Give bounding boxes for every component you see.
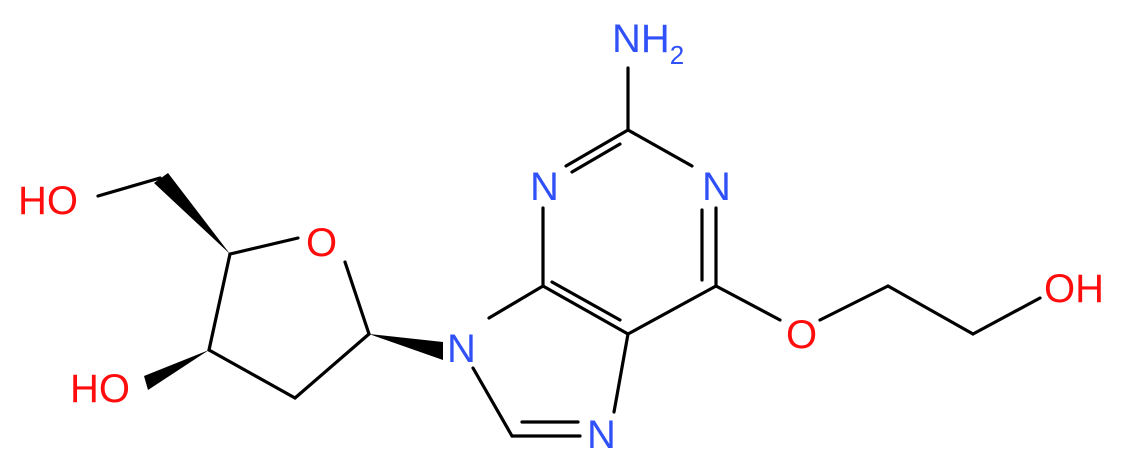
bond-c2-n1 — [626, 128, 694, 168]
wedge-c4prime-c5prime — [154, 173, 230, 254]
atom-n3: N — [530, 165, 559, 209]
bond-c6-c5 — [626, 284, 718, 336]
bond-c5prime-oh — [96, 176, 162, 198]
bond-c5-c4-double — [550, 280, 622, 322]
atom-nh2: NH2 — [612, 17, 684, 70]
bond-c6-oether — [714, 284, 782, 322]
bond-c3-c4prime — [207, 252, 232, 352]
bond-ch2-oh — [971, 296, 1042, 336]
bond-n9-c8 — [471, 366, 514, 438]
atom-n1: N — [702, 165, 731, 209]
wedge-layer — [144, 173, 443, 390]
wedge-c3prime-oh — [144, 350, 209, 390]
atom-n9: N — [447, 327, 476, 371]
bond-n7-c5 — [612, 332, 630, 414]
bond-layer — [96, 66, 1042, 438]
bond-c2-n3 — [564, 128, 630, 168]
bond-c2-c3prime — [207, 348, 297, 400]
atom-oh-ring: HO — [70, 367, 130, 411]
bond-c5-c4 — [541, 284, 630, 336]
bond-c2-n3-double — [570, 142, 622, 174]
atom-o-ring: O — [306, 221, 337, 265]
atom-oh-chain: OH — [1044, 267, 1104, 311]
bond-ch2-ch2 — [886, 284, 975, 336]
bond-c4-n9 — [487, 284, 545, 320]
bond-c4prime-oring — [228, 236, 300, 256]
bond-oether-ch2 — [818, 284, 890, 322]
bond-c1-c2prime — [293, 332, 371, 400]
atom-o-ether: O — [786, 313, 817, 357]
wedge-c1prime-n9 — [369, 334, 443, 360]
atom-n7: N — [587, 413, 616, 457]
atom-oh-ch2: HO — [18, 179, 78, 223]
atom-labels: NH2 N N N N O OH O HO HO — [18, 17, 1104, 457]
bond-oring-c1prime — [343, 260, 371, 336]
